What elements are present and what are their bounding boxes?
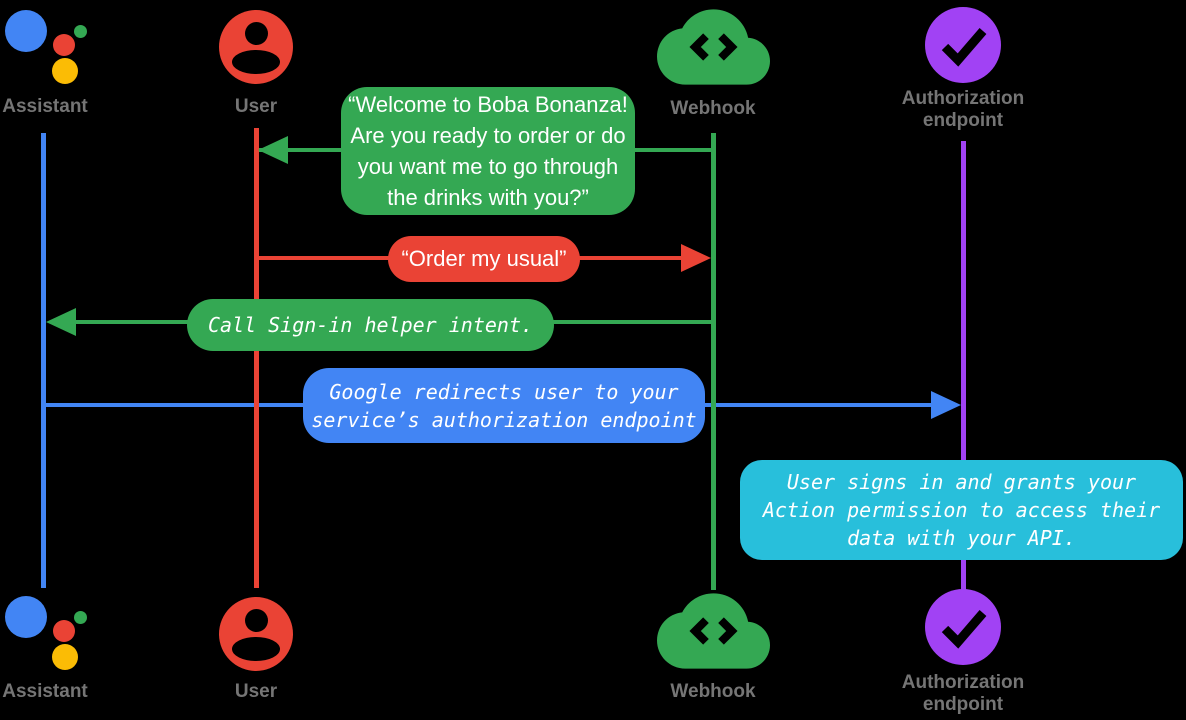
- signin-intent-bubble: Call Sign-in helper intent.: [187, 299, 554, 351]
- user-person-icon: [219, 10, 293, 84]
- webhook-lifeline: [711, 133, 716, 590]
- check-circle-icon: [925, 7, 1001, 83]
- assistant-yellow-dot: [52, 58, 78, 84]
- redirect-message-bubble: Google redirects user to your service’s …: [303, 368, 705, 443]
- person-body: [232, 50, 280, 74]
- arrowhead-to-assistant: [46, 308, 76, 336]
- auth-endpoint-label-bottom: Authorization endpoint: [901, 672, 1025, 715]
- webhook-label-bottom: Webhook: [670, 681, 756, 702]
- user-lifeline: [254, 128, 259, 588]
- assistant-lifeline: [41, 133, 46, 588]
- auth-endpoint-label-top: Authorization endpoint: [901, 88, 1025, 131]
- assistant-label-top: Assistant: [2, 96, 88, 117]
- checkmark: [941, 610, 987, 649]
- assistant-green-dot: [74, 25, 87, 38]
- order-message-bubble: “Order my usual”: [388, 236, 580, 282]
- google-assistant-icon-bottom: [0, 591, 95, 676]
- assistant-label-bottom: Assistant: [2, 681, 88, 702]
- signin-note-bubble: User signs in and grants your Action per…: [740, 460, 1183, 560]
- person-head: [245, 22, 268, 45]
- checkmark: [941, 28, 987, 67]
- webhook-label-top: Webhook: [670, 98, 756, 119]
- assistant-blue-dot: [5, 596, 47, 638]
- cloud-code-icon: [657, 9, 770, 85]
- arrowhead-to-webhook: [681, 244, 711, 272]
- user-label-bottom: User: [234, 681, 278, 702]
- person-head: [245, 609, 268, 632]
- person-body: [232, 637, 280, 661]
- arrowhead-to-user: [258, 136, 288, 164]
- cloud-code-icon-bottom: [657, 593, 770, 669]
- auth-endpoint-lifeline: [961, 141, 966, 592]
- assistant-red-dot: [53, 620, 75, 642]
- assistant-blue-dot: [5, 10, 47, 52]
- user-person-icon-bottom: [219, 597, 293, 671]
- assistant-green-dot: [74, 611, 87, 624]
- arrowhead-to-auth-endpoint: [931, 391, 961, 419]
- user-label-top: User: [234, 96, 278, 117]
- assistant-yellow-dot: [52, 644, 78, 670]
- check-circle-icon-bottom: [925, 589, 1001, 665]
- assistant-red-dot: [53, 34, 75, 56]
- google-assistant-icon: [0, 5, 95, 90]
- welcome-message-bubble: “Welcome to Boba Bonanza! Are you ready …: [341, 87, 635, 215]
